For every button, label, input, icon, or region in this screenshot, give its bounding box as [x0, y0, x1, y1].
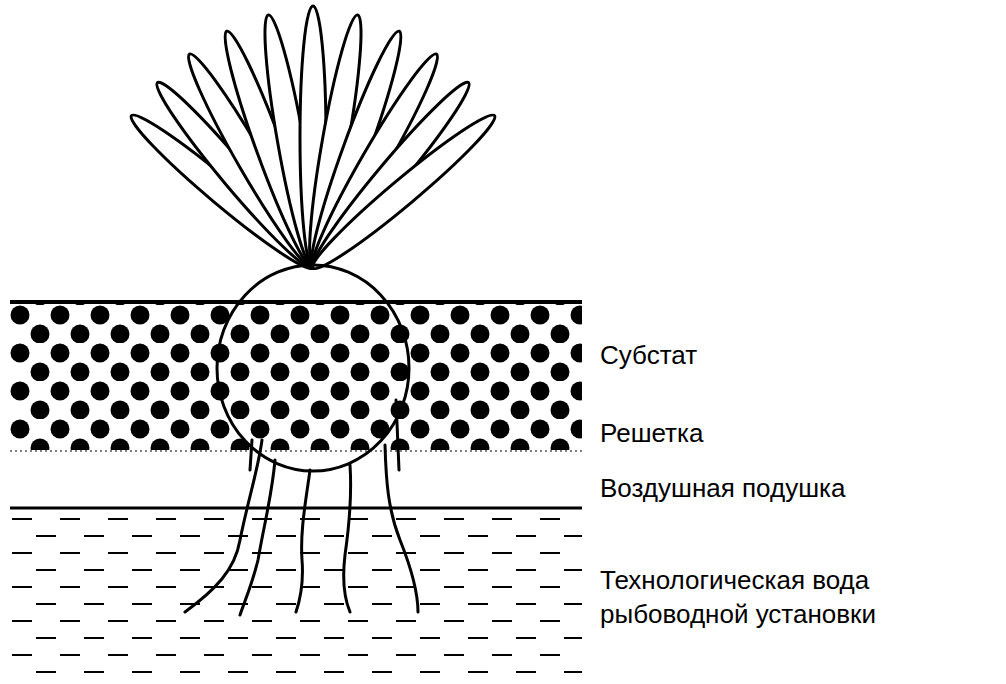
leaf: [305, 106, 503, 278]
leaves: [123, 6, 503, 278]
roots: [185, 400, 418, 615]
layer-label: Воздушная подушка: [600, 471, 990, 505]
substrate-top: [10, 300, 582, 304]
substrate-layer: [10, 304, 582, 450]
bulb: [217, 265, 409, 471]
water-layer: [10, 515, 582, 684]
water-surface: [10, 507, 582, 510]
layer-label: Решетка: [600, 416, 980, 450]
grid-line: [10, 450, 582, 451]
layer-label: Технологическая вода рыбоводной установк…: [600, 563, 930, 631]
layer-label: Субстат: [600, 338, 980, 372]
